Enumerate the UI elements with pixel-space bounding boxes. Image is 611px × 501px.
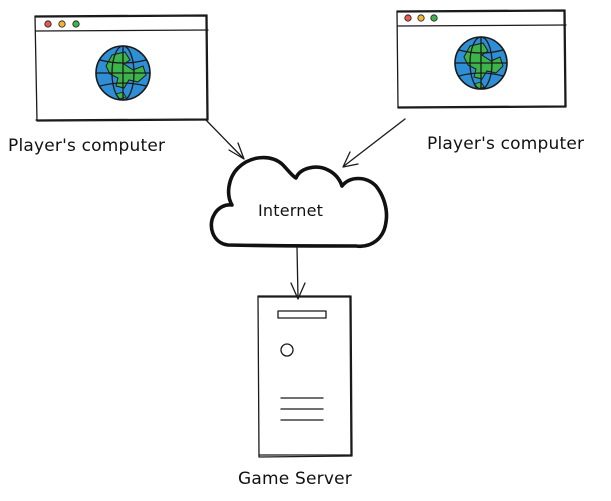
arrow-internet-to-server [290, 246, 306, 300]
globe-icon [454, 36, 508, 90]
game-server-label: Game Server [238, 469, 352, 489]
window-minimize-dot [58, 20, 66, 28]
power-button-icon [280, 343, 294, 357]
window-maximize-dot [72, 20, 80, 28]
internet-label: Internet [258, 201, 324, 220]
right-computer-label: Player's computer [427, 134, 585, 154]
game-server-tower [257, 295, 353, 458]
globe-icon [95, 45, 151, 101]
window-minimize-dot [417, 14, 425, 22]
left-computer-window [34, 14, 209, 122]
left-computer-label: Player's computer [8, 136, 166, 156]
window-maximize-dot [430, 14, 438, 22]
right-computer-window [396, 9, 567, 109]
arrow-right-computer-to-internet [342, 118, 406, 168]
window-close-dot [44, 20, 52, 28]
internet-cloud [209, 155, 389, 248]
window-close-dot [404, 14, 412, 22]
arrow-left-computer-to-internet [205, 119, 245, 160]
